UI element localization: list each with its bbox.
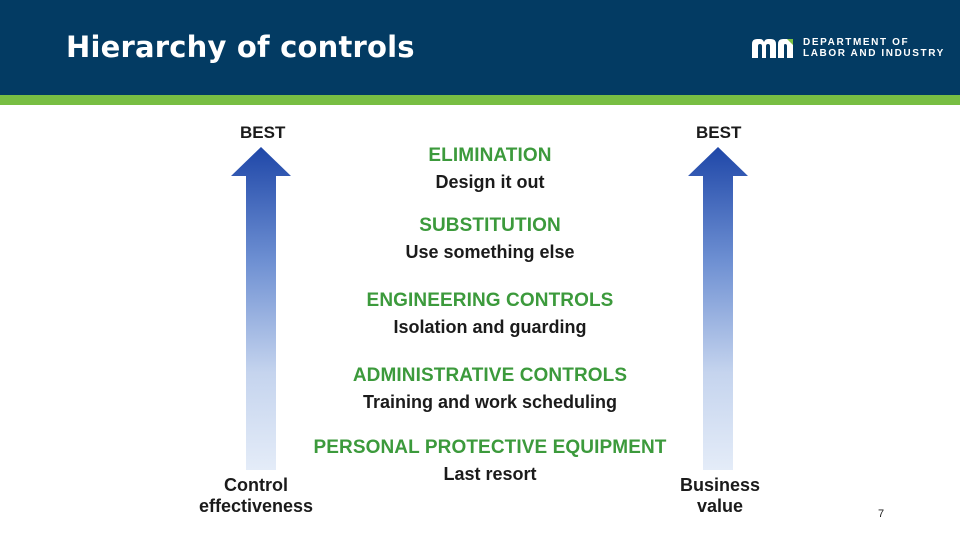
level-description: Training and work scheduling (362, 392, 618, 412)
logo-line-2: LABOR AND INDUSTRY (803, 48, 945, 59)
mn-logo-icon (752, 39, 793, 58)
right-axis-line-1: Business (679, 475, 761, 495)
logo-text: DEPARTMENT OF LABOR AND INDUSTRY (803, 37, 945, 59)
slide-header: Hierarchy of controls DEPARTMENT OF LABO… (0, 0, 960, 95)
right-axis-line-2: value (696, 496, 744, 516)
level-description: Isolation and guarding (393, 317, 587, 337)
right-axis-label: Business value (670, 475, 770, 517)
left-axis-line-1: Control (224, 475, 288, 495)
level-title: ENGINEERING CONTROLS (366, 290, 614, 311)
level-description: Design it out (435, 172, 545, 192)
page-number: 7 (878, 508, 885, 520)
level-engineering-controls: ENGINEERING CONTROLS Isolation and guard… (180, 289, 800, 339)
right-best-label: BEST (696, 123, 742, 142)
left-arrow-up-icon (231, 147, 291, 470)
level-title: PERSONAL PROTECTIVE EQUIPMENT (313, 437, 667, 458)
level-description: Use something else (405, 242, 575, 262)
left-axis-line-2: effectiveness (198, 496, 314, 516)
level-personal-protective-equipment: PERSONAL PROTECTIVE EQUIPMENT Last resor… (180, 436, 800, 486)
level-elimination: ELIMINATION Design it out (180, 144, 800, 194)
left-axis-label: Control effectiveness (190, 475, 322, 517)
logo-line-1: DEPARTMENT OF (803, 37, 910, 48)
slide-title: Hierarchy of controls (66, 30, 415, 64)
level-title: SUBSTITUTION (419, 215, 561, 236)
accent-bar (0, 95, 960, 105)
right-arrow-up-icon (688, 147, 748, 470)
department-logo: DEPARTMENT OF LABOR AND INDUSTRY (750, 36, 945, 60)
level-substitution: SUBSTITUTION Use something else (180, 214, 800, 264)
level-administrative-controls: ADMINISTRATIVE CONTROLS Training and wor… (180, 364, 800, 414)
level-title: ELIMINATION (428, 145, 552, 166)
level-description: Last resort (443, 464, 537, 484)
level-title: ADMINISTRATIVE CONTROLS (352, 365, 628, 386)
left-best-label: BEST (240, 123, 286, 142)
